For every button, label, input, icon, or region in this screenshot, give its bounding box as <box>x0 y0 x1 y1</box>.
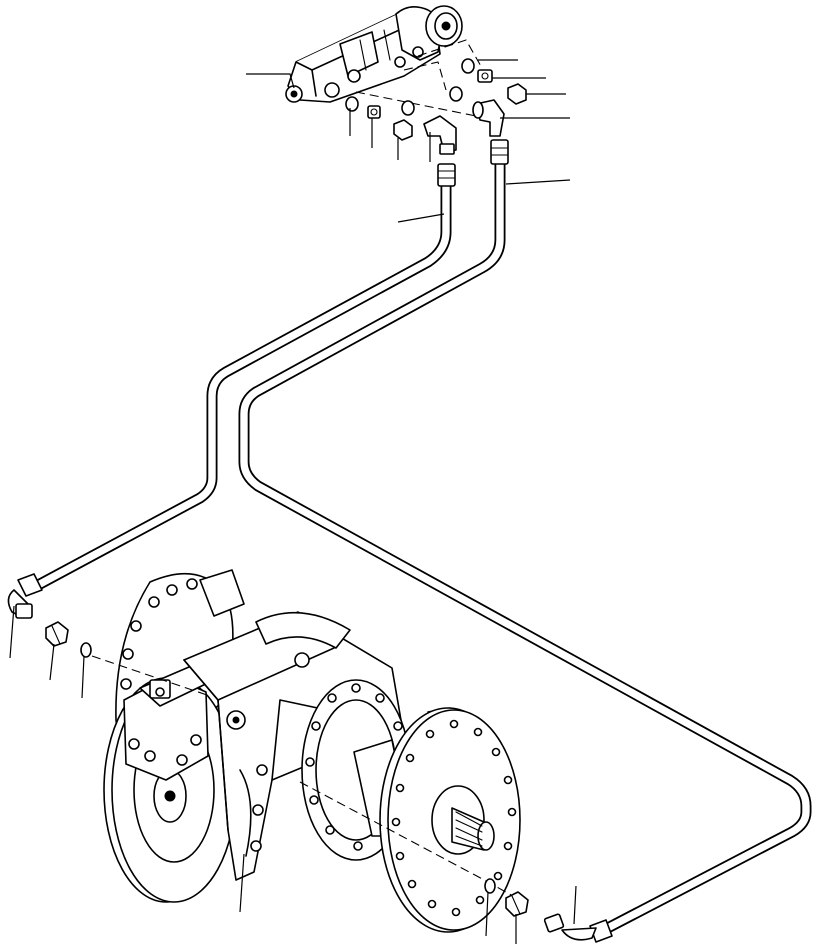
leader-line <box>573 885 577 925</box>
leader-line <box>246 73 295 89</box>
adapter-4 <box>505 891 529 917</box>
leader-line <box>505 179 571 185</box>
o-ring-2 <box>401 100 415 116</box>
o-ring-5 <box>80 642 92 658</box>
hose-end-fitting-bottom-right <box>543 913 613 943</box>
leader-line <box>485 891 489 937</box>
leader-line <box>9 605 15 659</box>
output-flange <box>379 707 521 933</box>
elbow-fitting-2 <box>472 99 505 137</box>
hose-end-fitting-top-right <box>490 139 509 165</box>
hose-left <box>34 169 452 590</box>
plug-1 <box>393 119 413 141</box>
axle-assembly <box>103 569 521 933</box>
hose-end-fitting-top-left <box>437 163 456 187</box>
leader-line <box>81 655 85 699</box>
o-ring-1 <box>345 96 359 112</box>
callout-leaders <box>9 59 577 944</box>
plug-2 <box>507 83 527 105</box>
hose-end-fitting-bottom-left <box>7 573 43 619</box>
o-ring-3 <box>449 86 463 102</box>
brake-valve-assembly <box>287 5 463 103</box>
leader-line <box>397 213 445 223</box>
o-ring-4 <box>461 58 475 74</box>
o-ring-6 <box>484 878 496 894</box>
hose-right <box>238 149 812 938</box>
leader-line <box>239 853 245 913</box>
leader-line <box>49 643 55 681</box>
adapter-3 <box>45 621 69 647</box>
elbow-fitting-1 <box>423 115 457 155</box>
bleeder-screw <box>285 85 303 103</box>
axle-housing <box>183 611 403 881</box>
adapter-1 <box>367 105 381 119</box>
adapter-2 <box>477 69 493 83</box>
splined-shaft <box>451 807 495 851</box>
